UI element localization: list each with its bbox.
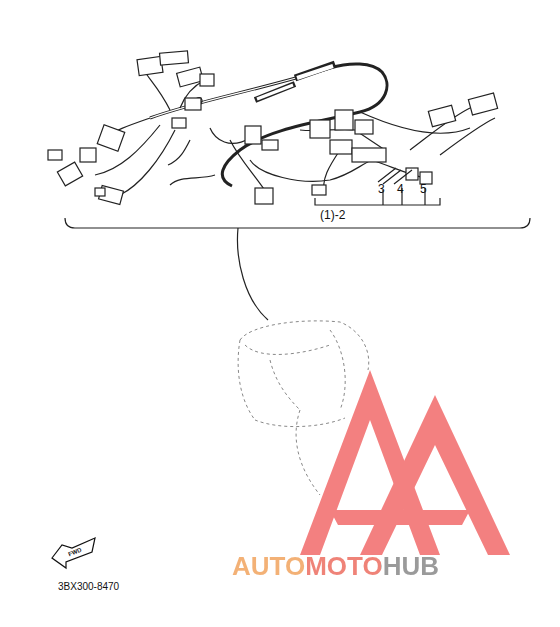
- callout-number: (1)-2: [320, 209, 345, 221]
- callout-number: 5: [420, 183, 427, 195]
- callout-number: 4: [397, 183, 404, 195]
- part-code: 3BX300-8470: [58, 582, 119, 592]
- watermark: AUTOMOTOHUB: [232, 553, 439, 579]
- callout-number: 3: [378, 183, 385, 195]
